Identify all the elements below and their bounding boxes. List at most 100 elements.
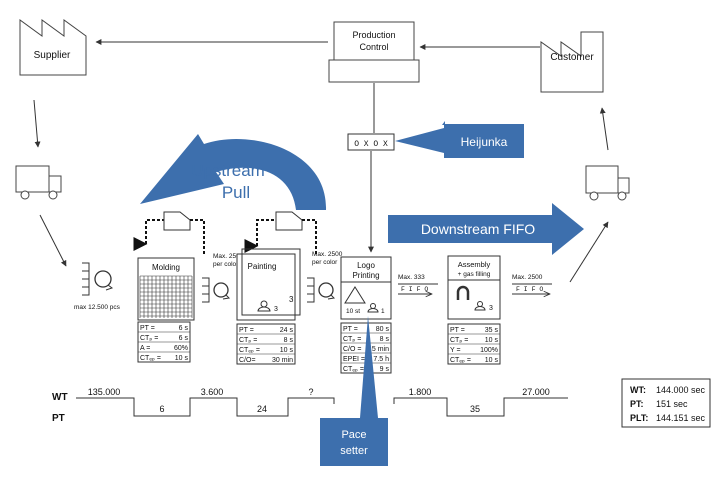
truck-to-inventory-arrow [39, 214, 67, 267]
wt-value-1: 135.000 [88, 387, 121, 397]
operator-icon [474, 301, 486, 311]
param-value: 8 s [380, 336, 390, 343]
pt-value-2: 24 [257, 404, 267, 414]
param-key: A = [140, 345, 150, 352]
pacemaker-line2: setter [340, 445, 368, 457]
summary-plt-value: 144.151 sec [656, 413, 706, 423]
param-key: EPEI = [343, 356, 365, 363]
param-key: CTₑₚ = [140, 355, 161, 362]
param-value: 8 s [284, 337, 294, 344]
supermarket1-note2: per color [213, 261, 239, 268]
param-key: CTₚ = [140, 335, 158, 342]
summary-plt-key: PLT: [630, 413, 648, 423]
fifo1-label: F I F O [401, 286, 428, 293]
param-key: PT = [343, 326, 358, 333]
magnet-icon [456, 285, 470, 300]
logo-title-line1: Logo [357, 261, 375, 270]
assembly-title-line2: + gas filling [458, 271, 491, 278]
wt-value-2: 3.600 [201, 387, 224, 397]
param-value: 7.5 h [373, 356, 389, 363]
assembly-to-truck-arrow [569, 221, 609, 283]
painting-title: Painting [248, 262, 277, 271]
param-value: 80 s [376, 326, 390, 333]
supplier-label: Supplier [34, 50, 71, 61]
fifo2-label: F I F O [516, 286, 543, 293]
supermarket2-note1: Max. 2500 [312, 251, 343, 258]
logo-batch: 10 st [346, 308, 360, 315]
production-control-line1: Production [352, 30, 395, 40]
pacemaker-line1: Pace [341, 429, 366, 441]
kanban-post-icon [275, 211, 303, 231]
param-key: CTₚ = [343, 336, 361, 343]
logo-title-line2: Printing [352, 271, 379, 280]
supplier-to-truck-arrow [33, 99, 41, 148]
supplier-factory: Supplier [19, 19, 87, 76]
param-value: 10 s [485, 337, 499, 344]
pt-label: PT [52, 413, 65, 424]
param-key: PT = [140, 325, 155, 332]
supermarket-1: Max. 2500 per color [202, 253, 244, 303]
operator-icon [257, 300, 271, 312]
param-key: CTₚ = [450, 337, 468, 344]
kanban-loop-2 [244, 211, 317, 256]
param-key: C/O = [343, 346, 361, 353]
customer-factory: Customer [540, 31, 604, 93]
param-value: 35 s [485, 327, 499, 334]
customer-truck-icon [585, 165, 630, 201]
supermarket1-note1: Max. 2500 [213, 253, 244, 260]
fifo-lane-2: Max. 2500 F I F O [512, 274, 552, 294]
fifo2-max: Max. 2500 [512, 274, 543, 281]
param-key: CTₚ = [239, 337, 257, 344]
heijunka-callout-label: Heijunka [461, 135, 508, 149]
logo-operators: 1 [381, 308, 385, 315]
fifo-lane-1: Max. 333 F I F O [398, 274, 438, 294]
param-key: Y = [450, 347, 461, 354]
param-key: PT = [239, 327, 254, 334]
param-value: 9 s [380, 366, 390, 373]
upstream-pull-line2: Pull [222, 183, 250, 202]
downstream-fifo-label: Downstream FIFO [421, 221, 535, 237]
summary-pt-key: PT: [630, 399, 644, 409]
param-key: C/O= [239, 357, 256, 364]
summary-wt-value: 144.000 sec [656, 385, 706, 395]
painting-count: 3 [289, 295, 294, 304]
param-value: 10 s [485, 357, 499, 364]
param-value: 6 s [179, 325, 189, 332]
param-value: 10 s [175, 355, 189, 362]
warning-triangle-icon [344, 286, 366, 304]
heijunka-callout: Heijunka [395, 121, 524, 158]
param-key: CTₑₚ = [343, 366, 364, 373]
param-key: PT = [450, 327, 465, 334]
assembly-title-line1: Assembly [458, 260, 491, 269]
customer-label: Customer [550, 52, 594, 63]
kanban-loop-1 [133, 211, 205, 256]
production-control-line2: Control [359, 42, 388, 52]
downstream-fifo-arrow: Downstream FIFO [388, 203, 584, 255]
param-value: 6 s [179, 335, 189, 342]
molding-grid-pattern [139, 275, 193, 318]
heijunka-box-text: O X O X [354, 140, 388, 149]
wt-value-3: ? [308, 387, 313, 397]
molding-title: Molding [152, 263, 180, 272]
upstream-pull-line1: Upstream [191, 161, 265, 180]
supermarket2-note2: per color [312, 259, 338, 266]
param-value: 30 min [272, 357, 293, 364]
painting-operators: 3 [274, 306, 278, 313]
fifo1-max: Max. 333 [398, 274, 425, 281]
production-control-box: Production Control [328, 21, 420, 83]
pacemaker-callout: Pace setter [320, 316, 388, 466]
operator-icon [367, 303, 379, 313]
param-key: CTₑₚ = [450, 357, 471, 364]
wt-value-4: 1.800 [409, 387, 432, 397]
param-value: 10 s [280, 347, 294, 354]
truck-to-customer-arrow [599, 107, 609, 151]
wt-label: WT [52, 392, 68, 403]
lead-time-summary: WT: 144.000 sec PT: 151 sec PLT: 144.151… [621, 378, 711, 428]
heijunka-box: O X O X [347, 133, 395, 151]
